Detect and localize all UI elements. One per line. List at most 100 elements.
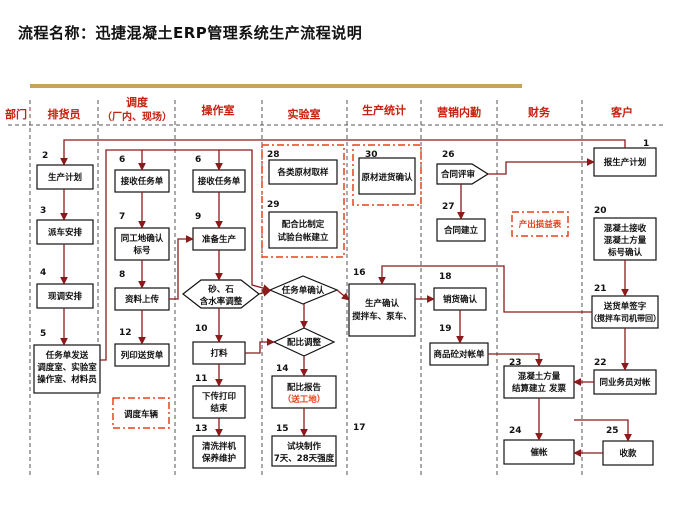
num-1: 1 (643, 139, 649, 149)
num-27: 27 (442, 202, 455, 212)
lane-header-customer: 客户 (610, 105, 633, 119)
title-accent-bar (30, 84, 522, 88)
dispatch-dashed-box (112, 397, 170, 429)
box-4 (36, 283, 94, 309)
num-28: 28 (267, 150, 280, 160)
num-4: 4 (40, 268, 46, 278)
label-26: 合同评审 (440, 169, 475, 180)
num-29: 29 (267, 200, 280, 210)
lane-header-production-stats: 生产统计 (362, 103, 406, 117)
box-2 (36, 164, 94, 190)
label-profit: 产出损益表 (519, 219, 562, 230)
num-13: 13 (195, 424, 208, 434)
num-15: 15 (276, 424, 289, 434)
header-bumen: 部门 (5, 107, 27, 121)
num-9: 9 (195, 212, 201, 222)
label-11b: 结束 (210, 403, 228, 414)
label-4: 现调安排 (48, 291, 83, 302)
label-13a: 清洗拌机 (202, 441, 237, 452)
label-18: 销货确认 (443, 294, 478, 305)
num-26: 26 (442, 150, 455, 160)
box-28 (268, 159, 338, 185)
label-1: 报生产计划 (604, 157, 647, 168)
label-9: 准备生产 (202, 234, 237, 245)
num-10: 10 (195, 324, 208, 334)
num-16: 16 (353, 268, 366, 278)
label-16a: 生产确认 (365, 298, 400, 309)
label-15a: 试块制作 (287, 441, 322, 452)
box-30 (358, 157, 416, 195)
box-16 (348, 283, 416, 337)
label-20b: 混凝土方量 (604, 235, 647, 246)
num-18: 18 (439, 272, 452, 282)
label-d3: 配比调整 (287, 337, 322, 348)
box-15 (271, 435, 337, 467)
lane-header-dispatch-sub: （厂内、现场） (102, 110, 172, 123)
flow-lines (60, 139, 632, 457)
label-21a: 送货单签字 (603, 301, 647, 312)
num-3: 3 (40, 206, 46, 216)
label-15b: 7天、28天强度 (274, 453, 335, 464)
num-6a: 6 (119, 155, 125, 165)
label-20a: 混凝土接收 (604, 223, 647, 234)
label-25: 收款 (619, 448, 637, 459)
num-8: 8 (119, 270, 125, 280)
box-26-arrow (436, 163, 490, 185)
box-11 (192, 385, 246, 419)
num-7: 7 (119, 212, 125, 222)
lane-header-sales: 营销内勤 (437, 105, 481, 119)
label-30: 原材进货确认 (361, 172, 413, 183)
box-1 (593, 147, 657, 177)
label-5c: 操作室、材料员 (37, 374, 97, 385)
lane-header-finance: 财务 (527, 105, 551, 119)
label-d2: 任务单确认 (281, 285, 325, 296)
box-21 (591, 295, 659, 329)
num-21: 21 (594, 284, 607, 294)
label-21b: （搅拌车司机带回） (589, 313, 661, 323)
label-3: 派车安排 (48, 227, 83, 238)
label-28: 各类原材取样 (276, 167, 329, 178)
num-11: 11 (195, 374, 208, 384)
num-23: 23 (509, 358, 522, 368)
label-11a: 下传打印 (202, 391, 236, 402)
num-12: 12 (119, 328, 132, 338)
label-27: 合同建立 (443, 225, 479, 236)
label-20c: 标号确认 (607, 247, 643, 258)
num-14: 14 (276, 364, 289, 374)
num-2: 2 (42, 151, 48, 161)
label-8: 资料上传 (125, 294, 160, 305)
profit-dashed-box (511, 211, 569, 237)
label-24: 催帐 (530, 447, 548, 458)
lane-header-scheduler: 排货员 (48, 107, 81, 121)
label-16b: 搅拌车、泵车、 (352, 311, 412, 322)
label-29b: 试验台帐建立 (277, 232, 329, 243)
label-6a: 接收任务单 (121, 176, 164, 187)
label-7b: 标号 (132, 245, 151, 256)
label-7a: 同工地确认 (121, 233, 164, 244)
label-dispatch: 调度车辆 (124, 409, 159, 420)
box-29 (268, 211, 338, 249)
dashed-groups (112, 144, 569, 429)
lane-header-control-room: 操作室 (202, 103, 235, 117)
num-20: 20 (594, 206, 607, 216)
lane-header-dispatch: 调度 (126, 95, 149, 109)
diamond-mix-adjust (272, 327, 336, 357)
label-19: 商品砼对帐单 (433, 349, 485, 360)
num-30: 30 (365, 150, 378, 160)
num-22: 22 (594, 358, 607, 368)
label-14a: 配比报告 (287, 382, 322, 393)
stats-dashed-group (352, 144, 422, 206)
label-22: 同业务员对帐 (599, 377, 651, 388)
label-d1b: 含水率调整 (199, 296, 243, 307)
label-14b: （送工地） (283, 394, 326, 405)
label-12: 列印送货单 (121, 350, 164, 361)
num-25: 25 (606, 426, 619, 436)
num-6b: 6 (195, 155, 201, 165)
label-2: 生产计划 (48, 172, 82, 183)
label-29a: 配合比制定 (282, 219, 325, 230)
label-13b: 保养维护 (201, 453, 237, 464)
num-19: 19 (439, 324, 452, 334)
label-5b: 调度室、实验室 (37, 362, 97, 373)
num-24: 24 (509, 426, 522, 436)
